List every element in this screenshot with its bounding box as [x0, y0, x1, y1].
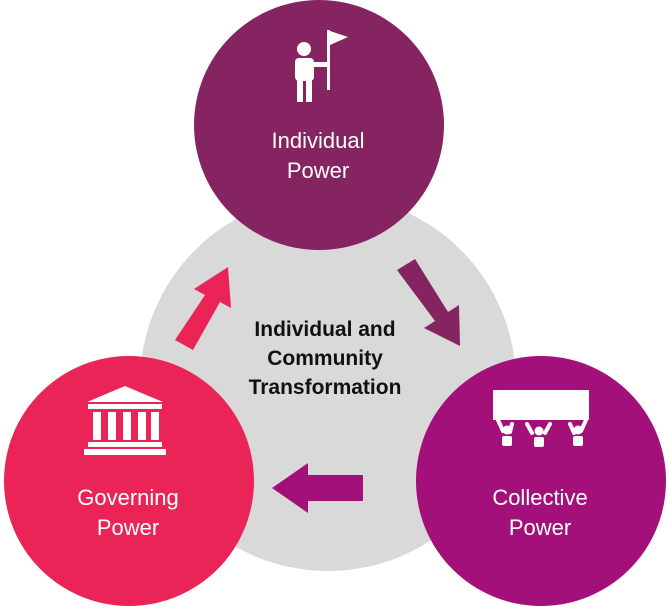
- arrow-left-icon: [272, 463, 363, 513]
- center-title-line-1: Individual and: [254, 318, 396, 341]
- person-with-flag-icon: [295, 30, 348, 102]
- collective-power-label-line-2: Power: [508, 515, 572, 540]
- governing-power-label-line-1: Governing: [77, 485, 179, 510]
- arrow-down-right-icon: [397, 259, 460, 346]
- center-title-line-2: Community: [267, 347, 383, 370]
- center-title: Individual and Community Transformation: [195, 315, 455, 402]
- arrow-up-right-icon: [175, 267, 231, 350]
- center-title-line-3: Transformation: [248, 376, 402, 399]
- collective-power-label: Collective Power: [440, 483, 640, 543]
- collective-power-label-line-1: Collective: [492, 485, 588, 510]
- individual-power-label: Individual Power: [218, 126, 418, 186]
- group-holding-banner-icon: [493, 390, 589, 447]
- government-building-icon: [84, 386, 166, 455]
- individual-power-label-line-1: Individual: [271, 128, 365, 153]
- individual-power-circle: [194, 0, 444, 250]
- individual-power-label-line-2: Power: [286, 158, 350, 183]
- governing-power-label-line-2: Power: [96, 515, 160, 540]
- governing-power-label: Governing Power: [28, 483, 228, 543]
